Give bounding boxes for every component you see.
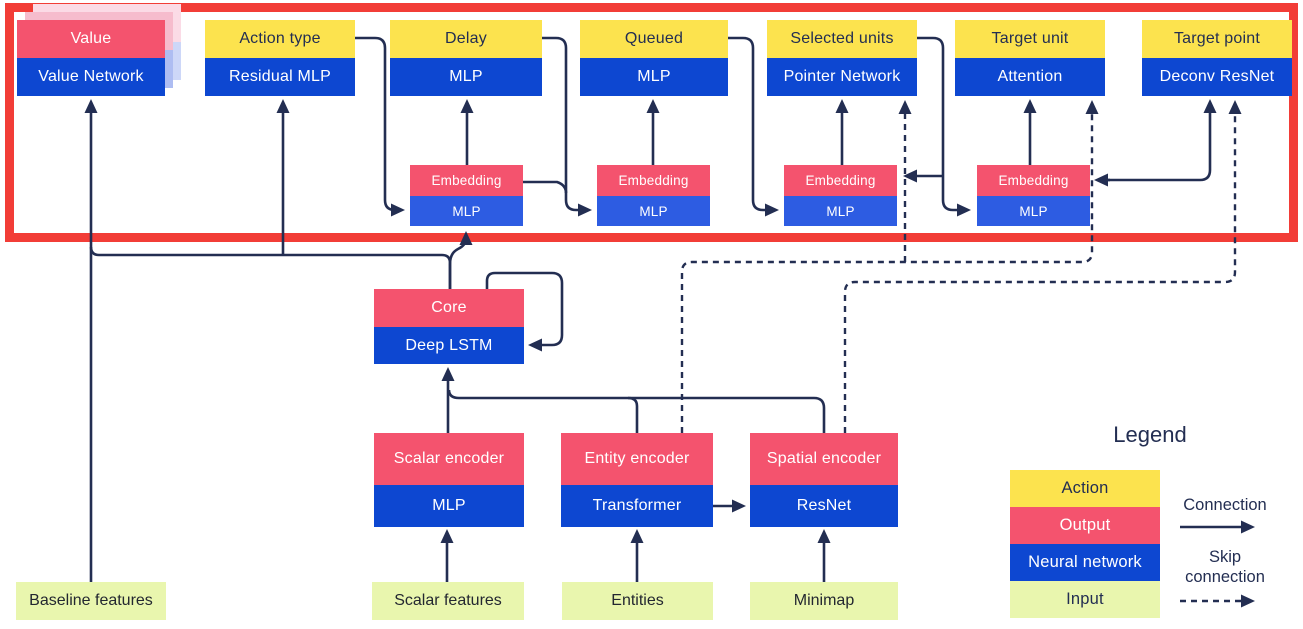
node-embedding-3-mlp-label: MLP xyxy=(784,196,897,226)
legend-skip-label-line2: connection xyxy=(1185,568,1265,586)
node-target-unit: Target unit Attention xyxy=(955,20,1105,96)
node-embedding-2: Embedding MLP xyxy=(597,165,710,226)
node-core-label: Core xyxy=(374,289,524,327)
legend-swatch-input: Input xyxy=(1010,581,1160,618)
highlight-border xyxy=(5,3,1298,242)
legend-swatch-neural-network: Neural network xyxy=(1010,544,1160,581)
legend-skip-label-line1: Skip xyxy=(1208,548,1242,566)
node-queued: Queued MLP xyxy=(580,20,728,96)
node-target-point-action-label: Target point xyxy=(1142,20,1292,58)
node-embedding-1: Embedding MLP xyxy=(410,165,523,226)
node-target-unit-action-label: Target unit xyxy=(955,20,1105,58)
node-target-point: Target point Deconv ResNet xyxy=(1142,20,1292,96)
legend-connection-label: Connection xyxy=(1183,496,1267,514)
node-embedding-3-label: Embedding xyxy=(784,165,897,196)
node-scalar-encoder-network: MLP xyxy=(374,485,524,527)
wire-core-branch-left xyxy=(89,246,452,289)
node-queued-network-label: MLP xyxy=(580,58,728,96)
node-scalar-encoder-label: Scalar encoder xyxy=(374,433,524,485)
node-embedding-1-label: Embedding xyxy=(410,165,523,196)
node-spatial-encoder-label: Spatial encoder xyxy=(750,433,898,485)
node-action-type: Action type Residual MLP xyxy=(205,20,355,96)
node-embedding-4: Embedding MLP xyxy=(977,165,1090,226)
wire-core-to-embedding-1 xyxy=(448,231,473,289)
node-queued-action-label: Queued xyxy=(580,20,728,58)
wire-spatial-merge xyxy=(447,389,826,433)
input-entities: Entities xyxy=(562,582,713,620)
legend-swatch-action: Action xyxy=(1010,470,1160,507)
node-entity-encoder: Entity encoder Transformer xyxy=(561,433,713,527)
node-target-unit-network-label: Attention xyxy=(955,58,1105,96)
node-embedding-4-mlp-label: MLP xyxy=(977,196,1090,226)
node-target-point-network-label: Deconv ResNet xyxy=(1142,58,1292,96)
node-embedding-2-mlp-label: MLP xyxy=(597,196,710,226)
node-action-type-action-label: Action type xyxy=(205,20,355,58)
node-spatial-encoder: Spatial encoder ResNet xyxy=(750,433,898,527)
node-value-network-label: Value Network xyxy=(17,58,165,96)
node-delay-network-label: MLP xyxy=(390,58,542,96)
node-embedding-2-label: Embedding xyxy=(597,165,710,196)
node-selected-units-action-label: Selected units xyxy=(767,20,917,58)
wire-entity-merge xyxy=(627,396,639,433)
node-delay: Delay MLP xyxy=(390,20,542,96)
node-embedding-1-mlp-label: MLP xyxy=(410,196,523,226)
node-embedding-3: Embedding MLP xyxy=(784,165,897,226)
node-embedding-4-label: Embedding xyxy=(977,165,1090,196)
node-selected-units: Selected units Pointer Network xyxy=(767,20,917,96)
node-selected-units-network-label: Pointer Network xyxy=(767,58,917,96)
node-entity-encoder-label: Entity encoder xyxy=(561,433,713,485)
node-scalar-encoder: Scalar encoder MLP xyxy=(374,433,524,527)
node-entity-encoder-network: Transformer xyxy=(561,485,713,527)
input-baseline-features: Baseline features xyxy=(16,582,166,620)
legend-swatch-output: Output xyxy=(1010,507,1160,544)
legend-skip-label: Skip connection xyxy=(1160,547,1290,587)
node-deep-lstm-label: Deep LSTM xyxy=(374,327,524,364)
node-value-output-label: Value xyxy=(17,20,165,58)
node-core: Core Deep LSTM xyxy=(374,289,524,364)
node-value: Value Value Network xyxy=(17,20,165,96)
node-spatial-encoder-network: ResNet xyxy=(750,485,898,527)
input-scalar-features: Scalar features xyxy=(372,582,524,620)
node-action-type-network-label: Residual MLP xyxy=(205,58,355,96)
legend-swatches: Action Output Neural network Input xyxy=(1010,470,1160,618)
legend-title: Legend xyxy=(1113,422,1187,447)
node-delay-action-label: Delay xyxy=(390,20,542,58)
input-minimap: Minimap xyxy=(750,582,898,620)
